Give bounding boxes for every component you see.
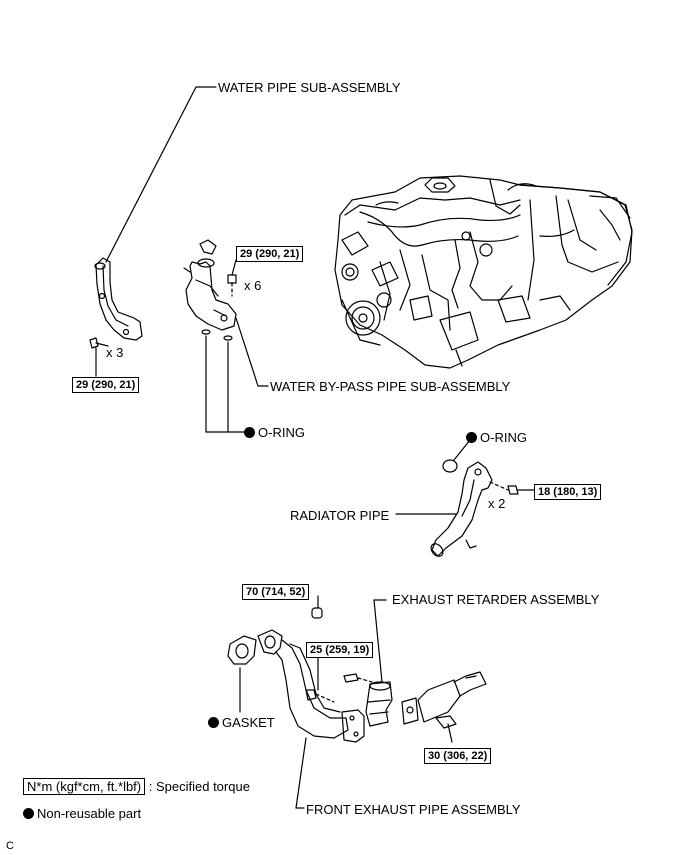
torque-spec-water-pipe: 29 (290, 21): [72, 377, 140, 393]
torque-spec-radiator: 18 (180, 13): [534, 484, 602, 500]
legend-torque-text: : Specified torque: [148, 779, 250, 794]
o-ring-1-label: O-RING: [244, 425, 305, 440]
exhaust-retarder-leader: [373, 599, 387, 683]
gasket-part: [227, 635, 257, 665]
o-ring-bracket: [205, 335, 229, 433]
o-ring-2-leader: [453, 439, 471, 461]
radiator-pipe-label: RADIATOR PIPE: [290, 508, 390, 523]
torque-leader-2: [231, 259, 237, 276]
water-bypass-pipe-part: [183, 239, 237, 341]
catalytic-pipe-part: [401, 671, 487, 743]
legend-nonreusable-text: Non-reusable part: [37, 806, 142, 821]
exhaust-nut: [311, 607, 323, 619]
nonreusable-dot-icon: [208, 717, 219, 728]
o-ring-2-label: O-RING: [466, 430, 527, 445]
water-bypass-leader: [235, 317, 269, 387]
torque-spec-exhaust-nut: 70 (714, 52): [242, 584, 310, 600]
water-bypass-label: WATER BY-PASS PIPE SUB-ASSEMBLY: [270, 379, 511, 394]
gasket-text: GASKET: [222, 715, 275, 730]
bolt-count-water-pipe: x 3: [106, 345, 124, 360]
torque-spec-bypass: 29 (290, 21): [236, 246, 304, 262]
bolt-count-bypass: x 6: [244, 278, 262, 293]
nonreusable-dot-icon: [466, 432, 477, 443]
exhaust-retarder-label: EXHAUST RETARDER ASSEMBLY: [392, 592, 600, 607]
front-exhaust-leader-line: [295, 737, 307, 809]
exhaust-stud: [305, 689, 335, 703]
corner-code: C: [6, 840, 14, 852]
nonreusable-dot-icon: [244, 427, 255, 438]
water-pipe-bolt: [89, 337, 109, 349]
o-ring-2-text: O-RING: [480, 430, 527, 445]
nonreusable-dot-icon: [23, 808, 34, 819]
o-ring-1-text: O-RING: [258, 425, 305, 440]
water-pipe-part: [94, 257, 143, 341]
exhaust-retarder-part: [343, 673, 393, 727]
front-exhaust-pipe-part: [257, 629, 365, 743]
engine-illustration: [334, 175, 633, 369]
legend-torque: N*m (kgf*cm, ft.*lbf) : Specified torque: [23, 778, 250, 795]
legend-nonreusable: Non-reusable part: [23, 806, 141, 821]
water-pipe-leader: [105, 86, 217, 263]
front-exhaust-label: FRONT EXHAUST PIPE ASSEMBLY: [306, 802, 521, 817]
legend-torque-box: N*m (kgf*cm, ft.*lbf): [23, 778, 146, 795]
torque-spec-exhaust-stud: 25 (259, 19): [306, 642, 374, 658]
radiator-bolt: [489, 481, 519, 495]
radiator-pipe-part: [430, 461, 493, 557]
gasket-label: GASKET: [208, 715, 275, 730]
o-ring-2: [442, 459, 458, 473]
water-pipe-label: WATER PIPE SUB-ASSEMBLY: [218, 80, 401, 95]
torque-spec-catalytic: 30 (306, 22): [424, 748, 492, 764]
bolt-count-radiator: x 2: [488, 496, 506, 511]
bypass-bolt: [227, 274, 237, 297]
